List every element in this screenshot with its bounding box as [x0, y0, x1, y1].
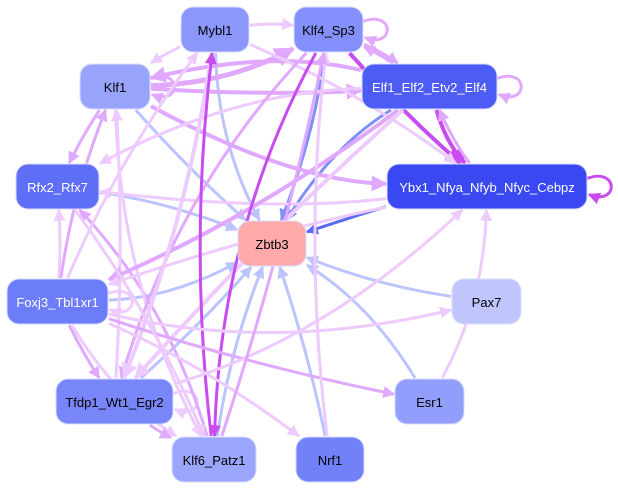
- edges-layer: [53, 17, 613, 440]
- node-label: Tfdp1_Wt1_Egr2: [65, 395, 163, 410]
- node-label: Foxj3_Tbl1xr1: [16, 295, 98, 310]
- node-zbtb3[interactable]: Zbtb3: [237, 220, 307, 267]
- node-box[interactable]: [6, 278, 109, 325]
- edge-klf6_patz1-to-mybl1: [198, 51, 217, 437]
- node-rfx2-rfx7[interactable]: Rfx2_Rfx7: [15, 163, 100, 210]
- node-box[interactable]: [55, 378, 174, 425]
- node-box[interactable]: [451, 278, 522, 325]
- edge-klf1-to-elf1_elf2_etv2_elf4: [150, 83, 363, 100]
- node-box[interactable]: [237, 220, 307, 267]
- edge-mybl1-to-ybx1_nfya_nfyb_nfyc_cebpz: [249, 43, 457, 165]
- edge-ybx1_nfya_nfyb_nfyc_cebpz-to-rfx2_rfx7: [98, 186, 387, 206]
- node-klf4-sp3[interactable]: Klf4_Sp3: [293, 6, 364, 53]
- node-klf1[interactable]: Klf1: [79, 63, 151, 110]
- edge-elf1_elf2_etv2_elf4-to-elf1_elf2_etv2_elf4: [496, 74, 523, 105]
- node-label: Ybx1_Nfya_Nfyb_Nfyc_Cebpz: [399, 180, 575, 195]
- node-box[interactable]: [15, 163, 100, 210]
- edge-elf1_elf2_etv2_elf4-to-foxj3_tbl1xr1: [107, 108, 400, 282]
- node-label: Mybl1: [198, 23, 233, 38]
- edge-klf4_sp3-to-ybx1_nfya_nfyb_nfyc_cebpz: [348, 51, 462, 165]
- node-label: Klf1: [104, 80, 126, 95]
- edge-tfdp1_wt1_egr2-to-klf6_patz1: [148, 423, 173, 440]
- node-label: Pax7: [472, 295, 502, 310]
- node-label: Zbtb3: [255, 237, 288, 252]
- node-box[interactable]: [180, 6, 250, 53]
- edge-mybl1-to-zbtb3: [214, 52, 261, 222]
- node-box[interactable]: [295, 436, 365, 483]
- node-foxj3-tbl1xr1[interactable]: Foxj3_Tbl1xr1: [6, 278, 109, 325]
- edge-mybl1-to-klf1: [149, 45, 181, 65]
- edge-foxj3_tbl1xr1-to-mybl1: [66, 52, 199, 279]
- edge-foxj3_tbl1xr1-to-zbtb3: [108, 261, 239, 302]
- node-box[interactable]: [79, 63, 151, 110]
- node-pax7[interactable]: Pax7: [451, 278, 522, 325]
- edge-elf1_elf2_etv2_elf4-to-ybx1_nfya_nfyb_nfyc_cebpz: [434, 109, 467, 165]
- node-box[interactable]: [171, 436, 257, 483]
- edge-esr1-to-zbtb3: [305, 263, 417, 379]
- node-label: Elf1_Elf2_Etv2_Elf4: [372, 80, 487, 95]
- node-label: Rfx2_Rfx7: [27, 180, 88, 195]
- node-label: Klf6_Patz1: [183, 453, 246, 468]
- edge-ybx1_nfya_nfyb_nfyc_cebpz-to-elf1_elf2_etv2_elf4: [438, 108, 471, 164]
- edge-foxj3_tbl1xr1-to-rfx2_rfx7: [53, 208, 66, 279]
- node-label: Nrf1: [318, 453, 343, 468]
- node-ybx1-nfya-nfyb-nfyc-cebpz[interactable]: Ybx1_Nfya_Nfyb_Nfyc_Cebpz: [386, 163, 588, 210]
- node-label: Esr1: [416, 395, 443, 410]
- edge-klf1-to-klf6_patz1: [114, 109, 203, 438]
- node-esr1[interactable]: Esr1: [394, 378, 465, 425]
- node-box[interactable]: [394, 378, 465, 425]
- node-mybl1[interactable]: Mybl1: [180, 6, 250, 53]
- node-klf6-patz1[interactable]: Klf6_Patz1: [171, 436, 257, 483]
- edge-foxj3_tbl1xr1-to-tfdp1_wt1_egr2: [67, 324, 101, 380]
- edge-elf1_elf2_etv2_elf4-to-klf4_sp3: [362, 45, 394, 65]
- node-box[interactable]: [293, 6, 364, 53]
- edge-foxj3_tbl1xr1-to-pax7: [108, 306, 453, 335]
- edge-klf4_sp3-to-zbtb3: [279, 52, 327, 222]
- edge-tfdp1_wt1_egr2-to-zbtb3: [139, 266, 253, 380]
- node-elf1-elf2-etv2-elf4[interactable]: Elf1_Elf2_Etv2_Elf4: [361, 63, 498, 110]
- edge-klf6_patz1-to-rfx2_rfx7: [78, 208, 209, 437]
- edge-klf4_sp3-to-klf4_sp3: [362, 17, 389, 48]
- node-nrf1[interactable]: Nrf1: [295, 436, 365, 483]
- edge-mybl1-to-klf4_sp3: [249, 17, 295, 30]
- edge-nrf1-to-klf4_sp3: [313, 51, 331, 437]
- edge-nrf1-to-zbtb3: [277, 265, 327, 437]
- node-box[interactable]: [386, 163, 588, 210]
- edge-rfx2_rfx7-to-klf6_patz1: [73, 209, 206, 438]
- edge-klf4_sp3-to-elf1_elf2_etv2_elf4: [363, 42, 399, 65]
- node-tfdp1-wt1-egr2[interactable]: Tfdp1_Wt1_Egr2: [55, 378, 174, 425]
- edge-ybx1_nfya_nfyb_nfyc_cebpz-to-ybx1_nfya_nfyb_nfyc_cebpz: [586, 174, 613, 205]
- edge-pax7-to-zbtb3: [305, 256, 452, 298]
- node-box[interactable]: [361, 63, 498, 110]
- node-label: Klf4_Sp3: [302, 23, 355, 38]
- edge-foxj3_tbl1xr1-to-nrf1: [108, 322, 300, 438]
- edge-klf6_patz1-to-zbtb3: [215, 265, 265, 437]
- edge-tfdp1_wt1_egr2-to-ybx1_nfya_nfyb_nfyc_cebpz: [173, 208, 464, 386]
